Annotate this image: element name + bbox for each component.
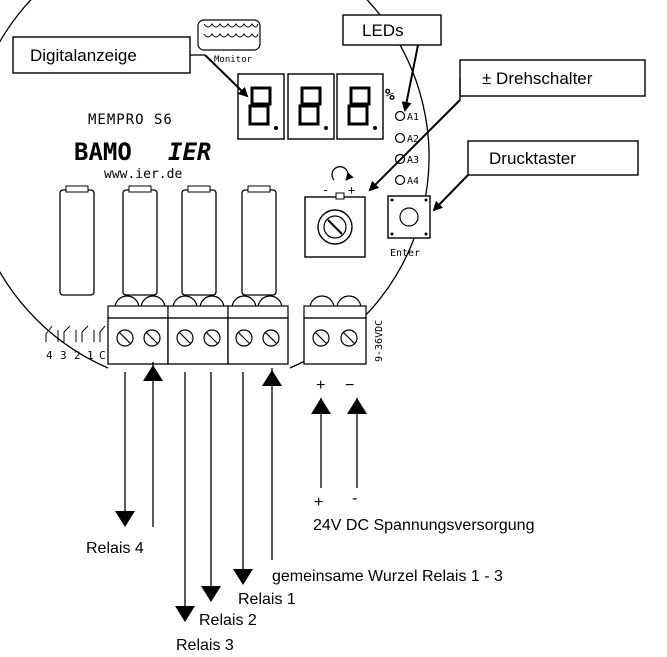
relay-terminal-block: [107, 295, 289, 365]
label-relais2: Relais 2: [199, 612, 257, 629]
seven-segment-display: [237, 73, 384, 140]
svg-text:-: -: [322, 183, 329, 197]
callout-drehschalter: ± Drehschalter: [368, 59, 646, 192]
led-label-a3: A3: [407, 155, 419, 166]
power-minus-symbol: −: [345, 377, 354, 394]
relay-wires: [115, 362, 282, 622]
led-label-a1: A1: [407, 112, 419, 123]
voltage-label: 9-36VDC: [374, 320, 385, 362]
label-relais4: Relais 4: [86, 540, 144, 557]
brand-ier-logo: IER: [168, 138, 211, 166]
callout-digitalanzeige: Digitalanzeige: [12, 36, 249, 98]
relay-pin-4: 4: [46, 349, 53, 362]
callout-digitalanzeige-text: Digitalanzeige: [30, 46, 137, 65]
label-supply-minus: -: [352, 490, 357, 507]
led-label-a4: A4: [407, 176, 419, 187]
rotary-switch: - +: [304, 166, 366, 258]
monitor-connector: Monitor: [197, 19, 261, 65]
relay-pin-1: 1: [87, 349, 94, 362]
callout-leds-text: LEDs: [362, 21, 404, 40]
label-relais1: Relais 1: [238, 591, 296, 608]
percent-sign: %: [385, 85, 395, 104]
callout-leds: LEDs: [342, 14, 442, 112]
website-label: www.ier.de: [104, 167, 182, 182]
relay-contact-symbols: 4 3 2 1 C: [45, 325, 106, 362]
led-indicators: A1 A2 A3 A4: [394, 110, 419, 187]
push-button: Enter: [387, 195, 431, 259]
callout-drehschalter-text: ± Drehschalter: [482, 69, 593, 88]
power-terminal-block: 9-36VDC: [303, 295, 385, 365]
label-supply: 24V DC Spannungsversorgung: [313, 517, 534, 534]
label-supply-plus: +: [314, 494, 323, 511]
label-common: gemeinsame Wurzel Relais 1 - 3: [272, 568, 503, 585]
model-name: MEMPRO S6: [88, 112, 173, 128]
relay-pin-c: C: [99, 349, 106, 362]
monitor-label: Monitor: [214, 55, 253, 65]
callout-drucktaster: Drucktaster: [432, 140, 639, 212]
led-label-a2: A2: [407, 134, 419, 145]
power-plus-symbol: +: [316, 377, 325, 394]
callout-drucktaster-text: Drucktaster: [489, 149, 576, 168]
relay-pin-2: 2: [74, 349, 81, 362]
relay-pin-3: 3: [60, 349, 67, 362]
brand-bamo-logo: BAMO: [74, 138, 132, 166]
relays: [59, 185, 277, 296]
label-relais3: Relais 3: [176, 637, 234, 654]
power-wires: [311, 398, 367, 488]
enter-label: Enter: [390, 248, 420, 259]
svg-text:+: +: [348, 183, 355, 197]
